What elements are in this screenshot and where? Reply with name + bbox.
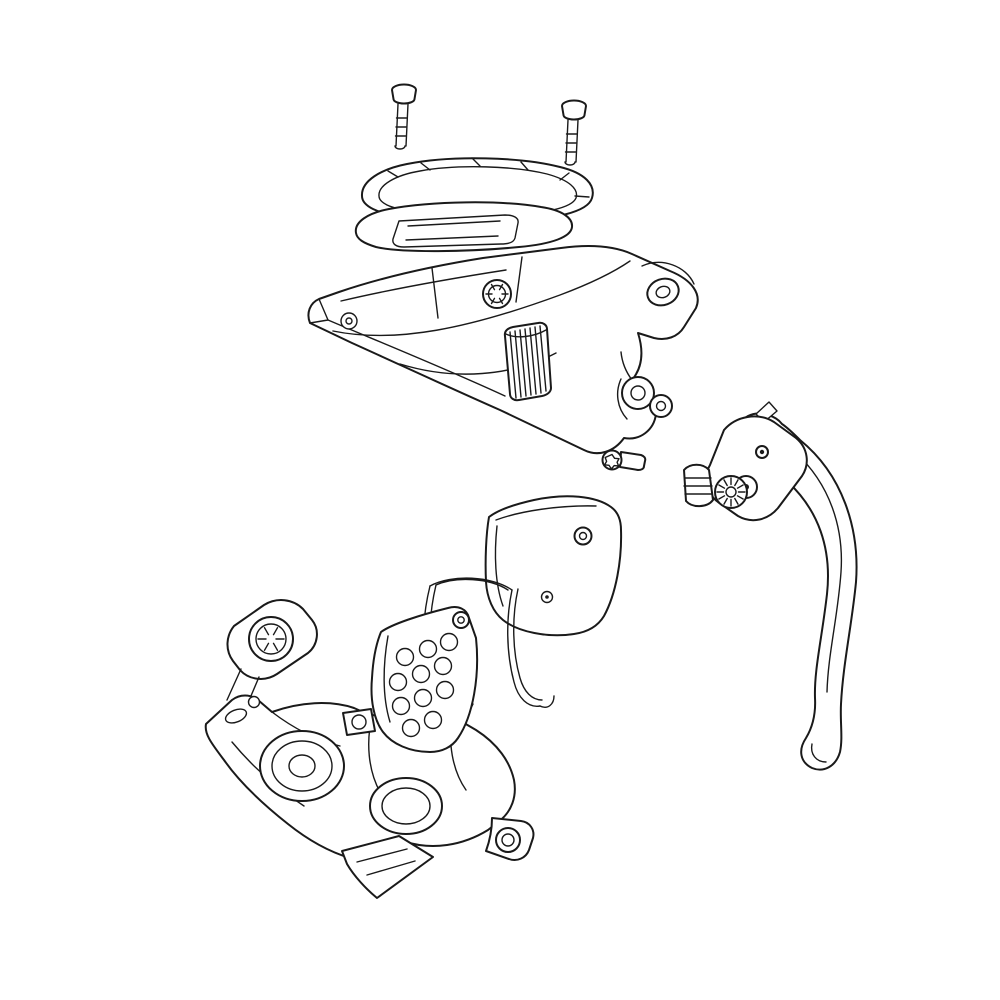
outer-brake-pad [484, 495, 623, 637]
inner-brake-pad [370, 606, 479, 753]
piston-bore-left [259, 730, 345, 802]
reservoir-end-screw-icon [340, 312, 358, 330]
caliper-mount-ear [485, 817, 535, 861]
reach-adjust-dial-icon [714, 475, 748, 509]
pad-window [369, 777, 443, 835]
caliper-tail-fin [341, 835, 434, 899]
cover-bolt-left-icon [391, 83, 417, 150]
reach-adjust-knob-icon [683, 463, 714, 508]
bar-clamp [641, 261, 695, 307]
master-cylinder-body [307, 245, 699, 455]
pad-hole-pattern [388, 632, 459, 738]
cover-bolt-right-icon [561, 99, 587, 166]
caliper-assembly [204, 599, 535, 899]
contact-adjust-knurl [503, 321, 552, 402]
mount-slot [224, 708, 248, 724]
lever-pivot-boss [616, 376, 673, 420]
caliper-bleed-port-icon [226, 599, 318, 711]
pivot-set-screw-icon [601, 449, 647, 471]
reservoir-diaphragm [354, 201, 574, 253]
bleed-screw-icon [482, 279, 512, 309]
ear-bolt-icon [247, 695, 261, 709]
lever-blade-assembly [683, 401, 858, 771]
hose-port [342, 708, 376, 736]
